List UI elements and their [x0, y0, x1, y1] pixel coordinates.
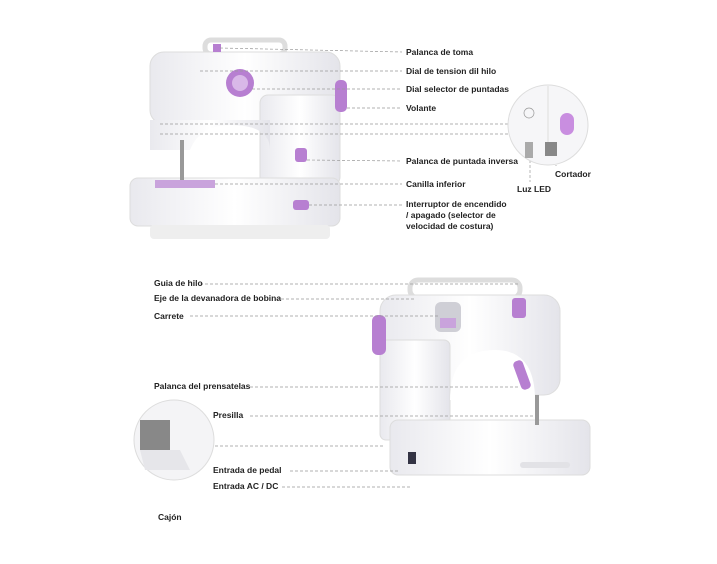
label-palanca-toma: Palanca de toma: [406, 47, 474, 57]
inset-drawer: [133, 399, 215, 481]
label-interruptor-2: / apagado (selector de: [406, 210, 496, 220]
label-dial-selector: Dial selector de puntadas: [406, 84, 509, 94]
label-presilla: Presilla: [213, 410, 244, 420]
label-canilla: Canilla inferior: [406, 179, 466, 189]
bottom-leader-lines: [190, 283, 540, 488]
label-interruptor-1: Interruptor de encendido: [406, 199, 507, 209]
inset-led-cutter: [507, 84, 589, 166]
label-interruptor-3: velocidad de costura): [406, 221, 494, 231]
label-palanca-inversa: Palanca de puntada inversa: [406, 156, 518, 166]
label-cajon: Cajón: [158, 512, 182, 522]
label-palanca-prensatelas: Palanca del prensatelas: [154, 381, 251, 391]
sewing-machine-back: [372, 277, 591, 476]
label-luz-led: Luz LED: [517, 184, 551, 194]
label-entrada-pedal: Entrada de pedal: [213, 465, 282, 475]
sewing-machine-front: [129, 37, 347, 239]
label-eje-devanadora: Eje de la devanadora de bobina: [154, 293, 282, 303]
label-carrete: Carrete: [154, 311, 184, 321]
label-volante: Volante: [406, 103, 437, 113]
top-leader-lines: [160, 47, 557, 206]
label-entrada-ac-dc: Entrada AC / DC: [213, 481, 279, 491]
label-cortador: Cortador: [555, 169, 591, 179]
label-dial-tension: Dial de tension dil hilo: [406, 66, 497, 76]
label-guia-hilo: Guia de hilo: [154, 278, 203, 288]
